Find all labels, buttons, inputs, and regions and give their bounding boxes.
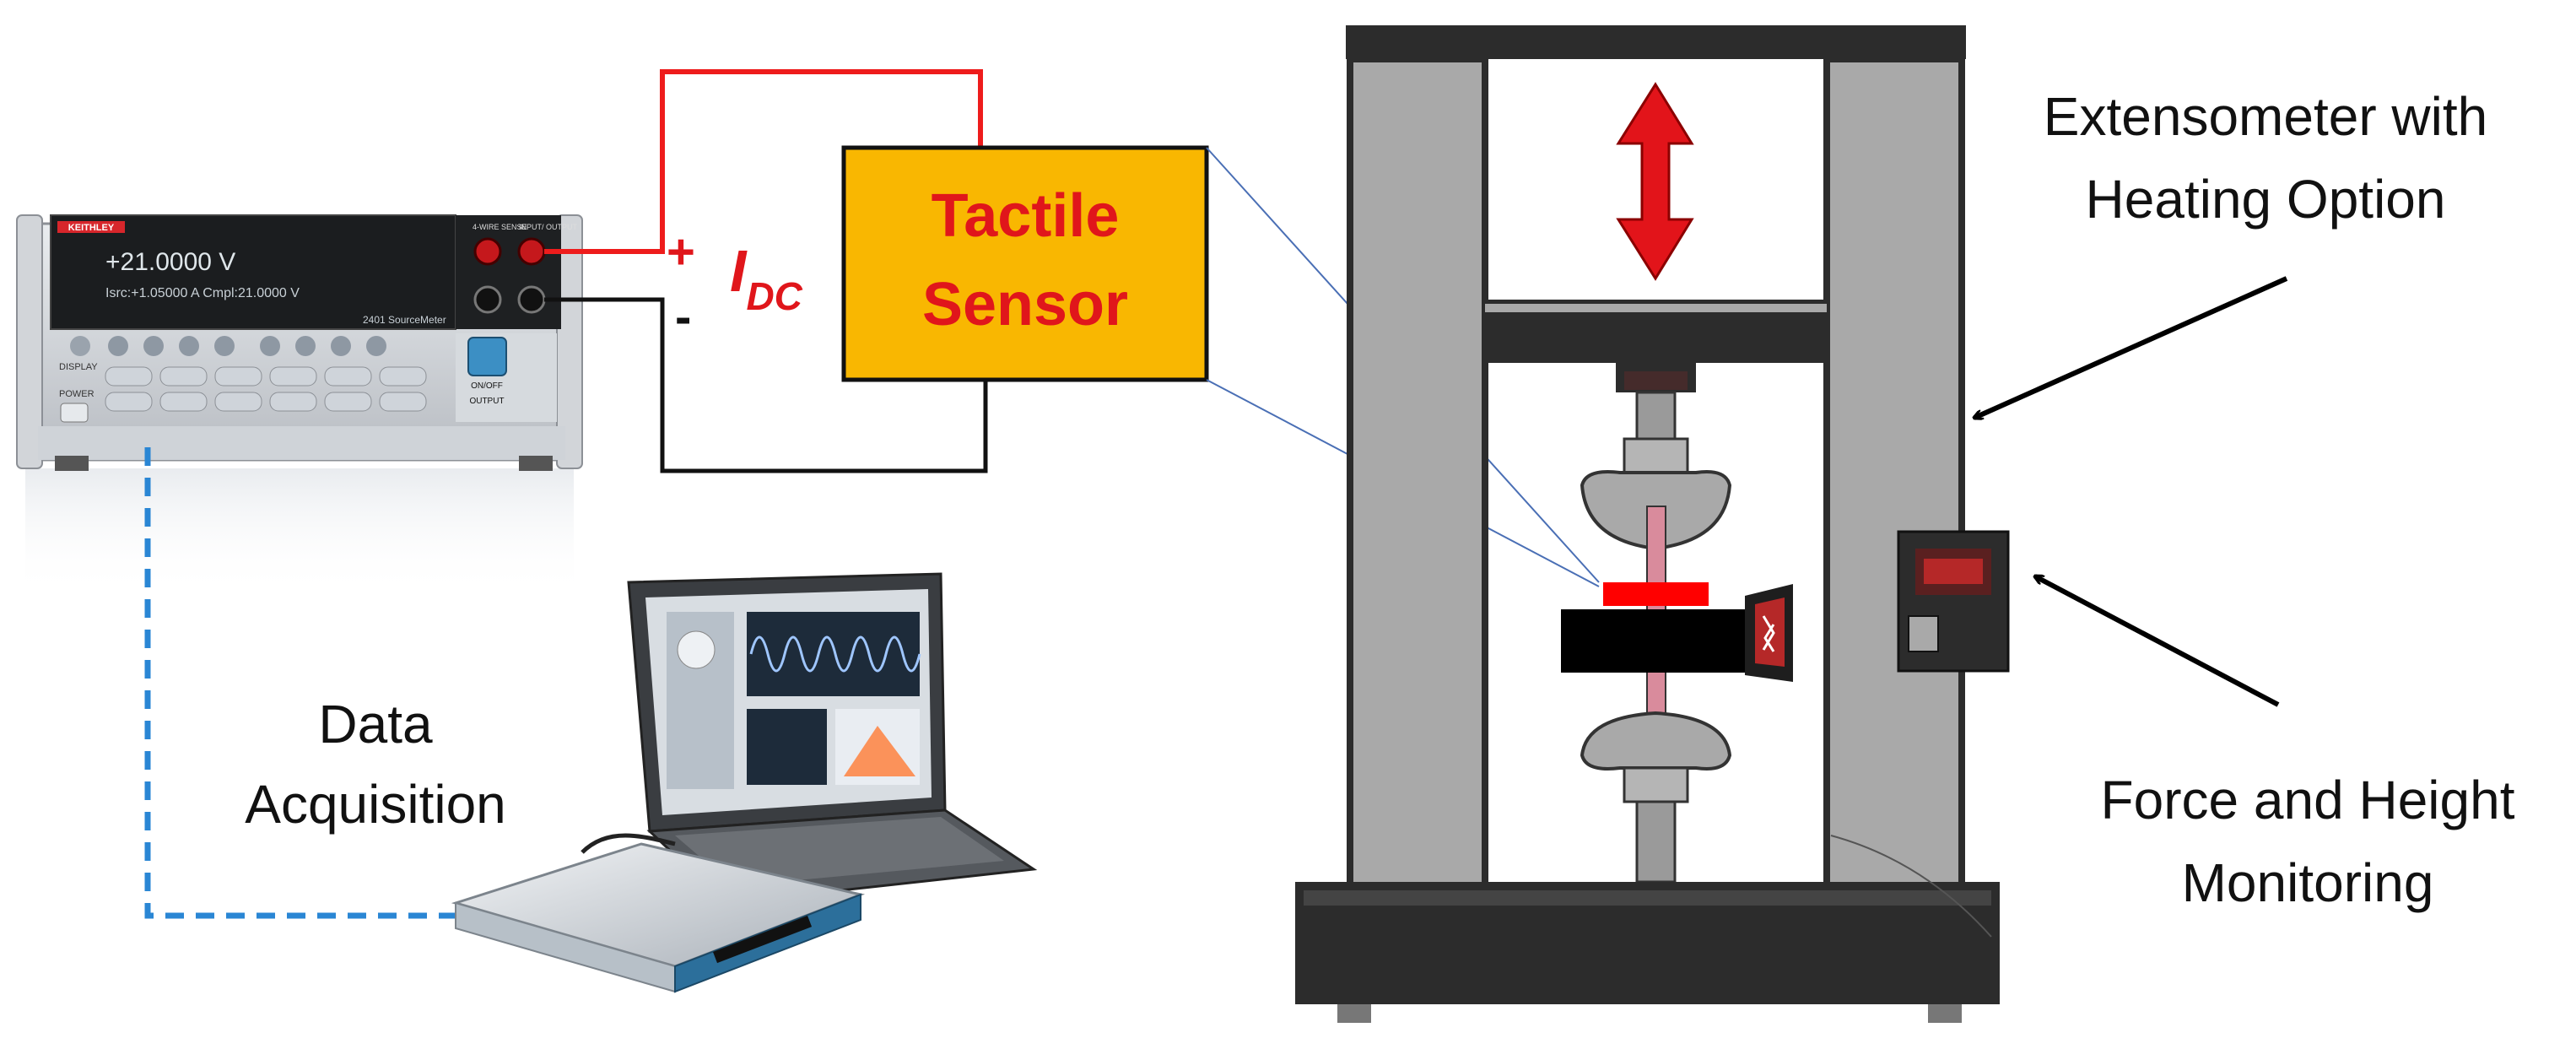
smu-display-key-label: DISPLAY bbox=[59, 362, 98, 372]
monitoring-pointer-arrow bbox=[2035, 574, 2280, 707]
output-hi-terminal[interactable] bbox=[517, 237, 546, 266]
current-subscript: DC bbox=[746, 274, 802, 318]
smu-display-main: +21.0000 V bbox=[105, 248, 235, 276]
laptop bbox=[627, 572, 1038, 905]
output-lo-terminal[interactable] bbox=[517, 285, 546, 314]
smu-knob[interactable] bbox=[70, 336, 90, 356]
vertical-motion-arrow bbox=[1616, 82, 1694, 281]
black-wire bbox=[544, 297, 988, 473]
right-column bbox=[1823, 56, 1965, 915]
extensometer-label-line2: Heating Option bbox=[2086, 169, 2446, 230]
smu-power-label: POWER bbox=[59, 389, 95, 399]
sensor-label-line2: Sensor bbox=[922, 271, 1128, 338]
force-label-line1: Force and Height bbox=[2101, 770, 2515, 830]
smu-brand-badge bbox=[57, 221, 125, 233]
smu-four-wire-label: 4-WIRE SENSE bbox=[473, 223, 527, 231]
left-column bbox=[1347, 56, 1488, 915]
smu-display-sub: Isrc:+1.05000 A Cmpl:21.0000 V bbox=[105, 286, 300, 300]
tensile-testing-machine bbox=[1295, 25, 2010, 1023]
daq-label-line2: Acquisition bbox=[245, 774, 506, 835]
sense-lo-terminal bbox=[473, 285, 502, 314]
sensor-patch bbox=[1603, 582, 1709, 606]
monitoring-display-box bbox=[1897, 530, 2010, 673]
smu-output-label: OUTPUT bbox=[469, 397, 504, 406]
dashed-data-link bbox=[144, 447, 456, 919]
extensometer-bar bbox=[1561, 609, 1747, 673]
smu-brand: KEITHLEY bbox=[68, 223, 115, 233]
tactile-sensor-box: Tactile Sensor bbox=[841, 145, 1209, 382]
red-wire bbox=[544, 69, 983, 254]
daq-label-line1: Data bbox=[318, 694, 433, 754]
sensor-label-line1: Tactile bbox=[932, 182, 1120, 250]
top-crossbar bbox=[1346, 25, 1966, 59]
source-meter-instrument: KEITHLEY +21.0000 V Isrc:+1.05000 A Cmpl… bbox=[16, 214, 583, 595]
smu-output-on-off-button[interactable] bbox=[467, 337, 507, 376]
smu-power-button[interactable] bbox=[60, 403, 89, 423]
lower-grip bbox=[1580, 711, 1732, 771]
sense-hi-terminal bbox=[473, 237, 502, 266]
smu-keypad: DISPLAY POWER ON/OFF OUTPUT bbox=[59, 333, 557, 423]
smu-input-output-label: INPUT/ OUTPUT bbox=[519, 223, 578, 231]
smu-model: 2401 SourceMeter bbox=[363, 314, 446, 326]
force-label-line2: Monitoring bbox=[2182, 852, 2434, 913]
circuit-wires bbox=[544, 69, 988, 473]
plus-sign: + bbox=[667, 224, 695, 279]
minus-sign: - bbox=[675, 289, 691, 344]
daq-device bbox=[451, 833, 866, 993]
monitoring-button[interactable] bbox=[1908, 615, 1939, 652]
extensometer-pointer-arrow bbox=[1974, 276, 2288, 418]
current-label: IDC bbox=[730, 238, 803, 318]
extensometer-label-line1: Extensometer with bbox=[2044, 86, 2487, 147]
smu-on-off-label: ON/OFF bbox=[471, 381, 503, 391]
